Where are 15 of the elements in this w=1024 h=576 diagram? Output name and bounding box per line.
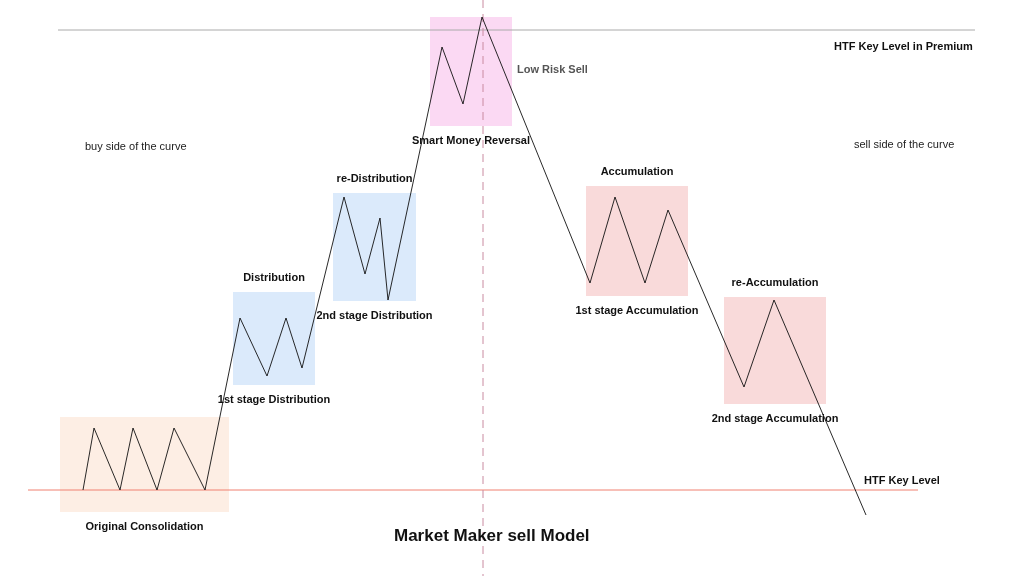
chart-note: HTF Key Level in Premium xyxy=(834,39,973,53)
zone-heading: Accumulation xyxy=(600,164,674,178)
diagram-title: Market Maker sell Model xyxy=(394,525,590,547)
zone-caption: Smart Money Reversal xyxy=(412,133,530,147)
zone-caption: 2nd stage Distribution xyxy=(316,308,433,322)
zone-caption: 1st stage Accumulation xyxy=(575,303,699,317)
zone-heading: re-Distribution xyxy=(336,171,413,185)
zone-heading: Distribution xyxy=(243,270,305,284)
zone-caption: 1st stage Distribution xyxy=(217,392,331,406)
side-note: Low Risk Sell xyxy=(517,62,588,76)
zone-caption: Original Consolidation xyxy=(85,519,204,533)
chart-note: HTF Key Level xyxy=(864,473,940,487)
zone-heading: re-Accumulation xyxy=(731,275,819,289)
chart-note: sell side of the curve xyxy=(854,137,955,151)
chart-note: buy side of the curve xyxy=(85,139,187,153)
